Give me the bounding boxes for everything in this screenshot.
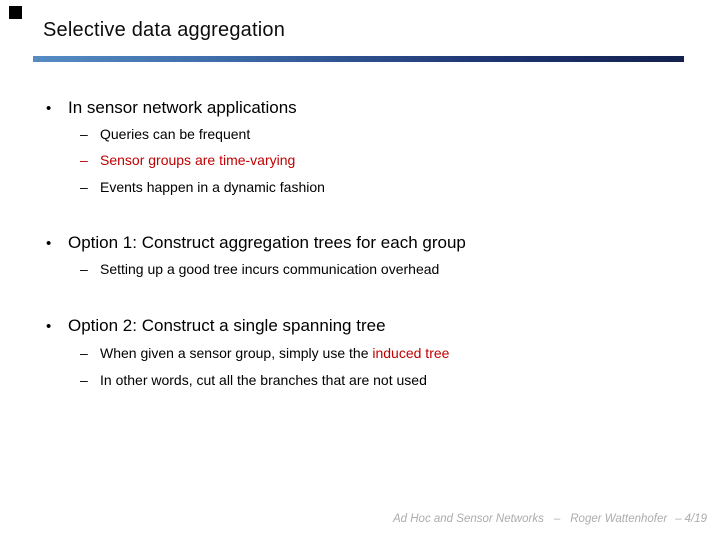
slide-title: Selective data aggregation [43,19,286,41]
sub-item-text: Setting up a good tree incurs communicat… [100,261,440,277]
footer-dash: – [675,513,682,525]
sub-item-text: When given a sensor group, simply use th… [100,345,373,361]
sub-item-highlight-red: induced tree [372,345,450,361]
footer-page-number: 4/19 [684,513,707,525]
dash-icon: – [80,152,88,168]
sub-item: –Queries can be frequent [80,126,250,142]
bullet-heading-1: • In sensor network applications [46,98,297,118]
slide-footer: Ad Hoc and Sensor Networks–Roger Wattenh… [393,513,707,525]
dash-icon: – [80,261,88,277]
sub-item-text: In other words, cut all the branches tha… [100,372,427,388]
sub-item: –Setting up a good tree incurs communica… [80,261,439,277]
sub-item: –Events happen in a dynamic fashion [80,179,325,195]
sub-item-text: Events happen in a dynamic fashion [100,179,325,195]
bullet-icon: • [46,318,52,335]
title-divider-bar [33,56,684,62]
sub-item-text-red: Sensor groups are time-varying [100,152,296,168]
heading-text: In sensor network applications [68,98,297,117]
bullet-heading-3: • Option 2: Construct a single spanning t… [46,316,386,336]
footer-course-title: Ad Hoc and Sensor Networks [392,513,544,525]
bullet-heading-2: • Option 1: Construct aggregation trees f… [46,233,466,253]
sub-item-text: Queries can be frequent [100,126,251,142]
dash-icon: – [80,126,88,142]
heading-text: Option 2: Construct a single spanning tr… [68,316,386,335]
dash-icon: – [80,372,88,388]
footer-dash: – [553,513,561,525]
footer-author: Roger Wattenhofer [570,513,668,525]
bullet-icon: • [46,235,52,252]
corner-square-marker [9,6,22,19]
dash-icon: – [80,179,88,195]
dash-icon: – [80,345,88,361]
sub-item: –In other words, cut all the branches th… [80,372,427,388]
bullet-icon: • [46,100,52,117]
heading-text: Option 1: Construct aggregation trees fo… [68,233,466,252]
sub-item: –When given a sensor group, simply use t… [80,345,449,361]
sub-item: –Sensor groups are time-varying [80,152,295,168]
